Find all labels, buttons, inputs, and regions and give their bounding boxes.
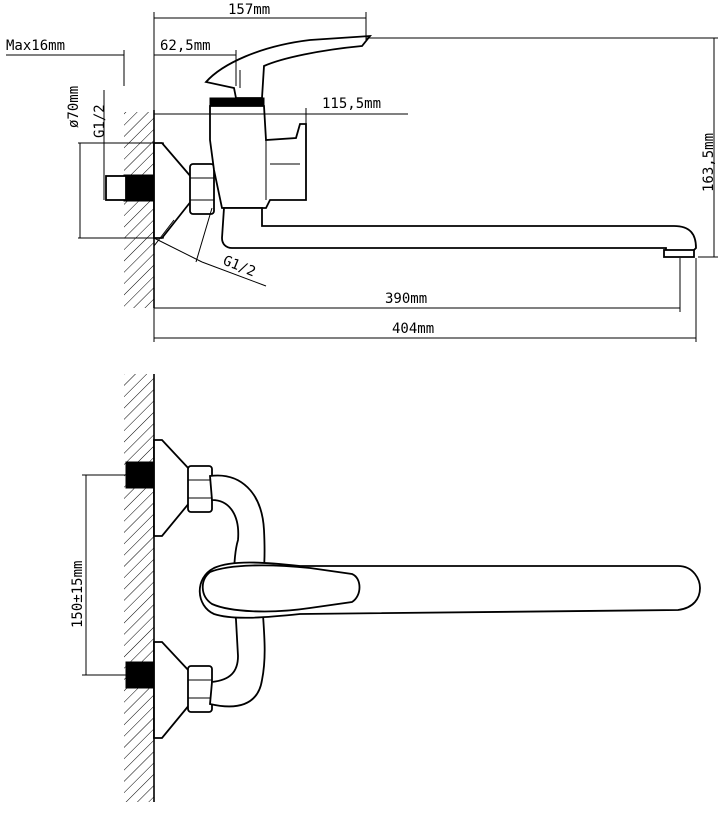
dim-404: 404mm bbox=[392, 321, 434, 337]
dim-390: 390mm bbox=[385, 291, 427, 307]
dim-max16: Max16mm bbox=[6, 38, 65, 54]
dim-115-5: 115,5mm bbox=[322, 96, 381, 112]
wall-flange-top bbox=[153, 142, 193, 239]
handle-lever bbox=[204, 34, 372, 99]
dim-150: 150±15mm bbox=[70, 561, 86, 628]
dim-157: 157mm bbox=[228, 2, 270, 18]
aerator bbox=[663, 249, 695, 258]
handle-plan bbox=[201, 564, 361, 613]
dim-62-5: 62,5mm bbox=[160, 38, 211, 54]
inlet-pipe-top bbox=[123, 174, 155, 202]
spout-top bbox=[221, 207, 697, 253]
wall-flange-upper bbox=[153, 439, 191, 537]
side-view: 157mm Max16mm 62,5mm 163,5mm 115,5mm ø70… bbox=[6, 2, 718, 342]
valve-body bbox=[209, 105, 307, 209]
hex-nut-lower bbox=[187, 665, 213, 713]
dim-163-5: 163,5mm bbox=[701, 133, 717, 192]
dim-g12-left: G1/2 bbox=[92, 104, 108, 138]
wall-hatch-bottom bbox=[124, 374, 154, 802]
inlet-pipe-lower bbox=[125, 661, 155, 689]
plan-view: 150±15mm bbox=[70, 374, 701, 802]
hex-nut-upper bbox=[187, 465, 213, 513]
inlet-pipe-upper bbox=[125, 461, 155, 489]
dim-70: ø70mm bbox=[66, 86, 82, 128]
wall-hatch-top bbox=[124, 112, 154, 308]
wall-flange-lower bbox=[153, 641, 191, 739]
hex-nut-top bbox=[189, 163, 215, 215]
